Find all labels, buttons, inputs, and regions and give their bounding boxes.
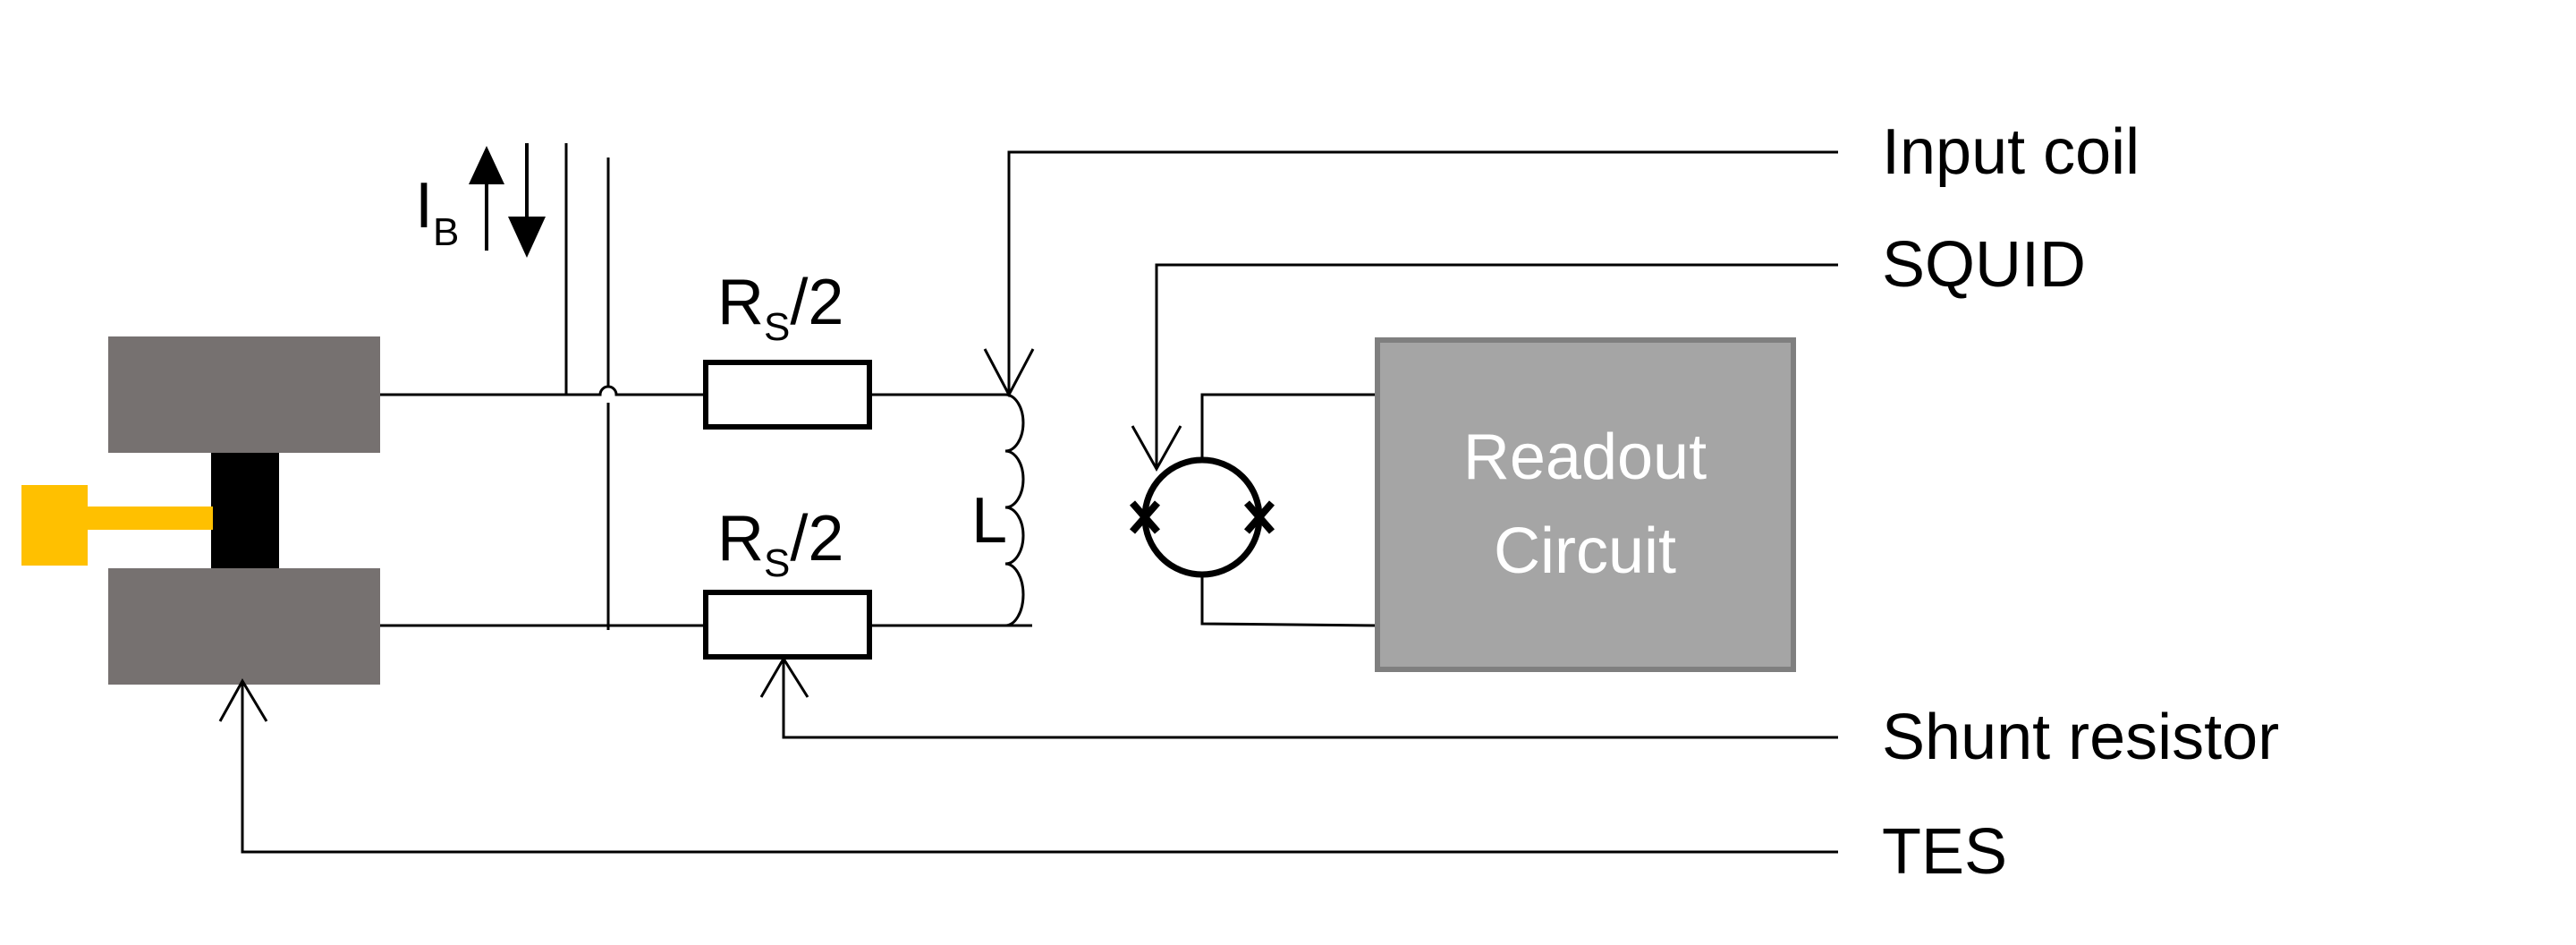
- tes-leader: [218, 678, 1838, 854]
- squid-leader: [1131, 263, 1838, 472]
- josephson-junction-left: [1129, 500, 1161, 534]
- bias-current-label: IB: [415, 170, 459, 254]
- circuit-wires: [380, 143, 1378, 630]
- shunt-bottom-label: RS/2: [717, 503, 843, 585]
- bias-down-arrow-head: [508, 217, 546, 258]
- josephson-junction-right: [1243, 500, 1275, 534]
- tes-sensor: [211, 453, 279, 568]
- readout-box: [1375, 337, 1796, 672]
- inductor-coil: [1004, 393, 1032, 627]
- tes-assembly: [21, 336, 380, 685]
- readout-circuit: Readout Circuit: [1375, 337, 1796, 672]
- callout-input-coil: Input coil: [1882, 116, 2140, 188]
- input-coil-leader: [983, 150, 1838, 398]
- shunt-resistor-bottom: [703, 590, 872, 660]
- absorber-pad: [21, 485, 88, 566]
- readout-label-line1: Readout: [1463, 421, 1707, 493]
- absorber-stem: [86, 507, 213, 530]
- shunt-top-label: RS/2: [717, 267, 843, 349]
- shunt-resistor-top: [703, 360, 872, 430]
- tes-top-pad: [108, 336, 380, 453]
- callout-tes: TES: [1882, 816, 2007, 888]
- tes-bottom-pad: [108, 568, 380, 685]
- callout-squid: SQUID: [1882, 229, 2086, 301]
- callout-shunt-resistor: Shunt resistor: [1882, 702, 2279, 773]
- bias-current-arrows: [469, 143, 546, 258]
- squid-loop: [1141, 456, 1263, 578]
- bias-up-arrow-head: [469, 146, 504, 184]
- callout-leaders: [218, 150, 1838, 854]
- squid-lead-bottom: [1200, 575, 1378, 627]
- readout-label-line2: Circuit: [1494, 515, 1676, 587]
- squid-lead-top: [1200, 393, 1377, 460]
- inductor-label: L: [971, 485, 1007, 557]
- shunt-resistor-leader: [759, 656, 1838, 739]
- top-wire: [380, 385, 1005, 396]
- squid-symbol: [1129, 456, 1275, 578]
